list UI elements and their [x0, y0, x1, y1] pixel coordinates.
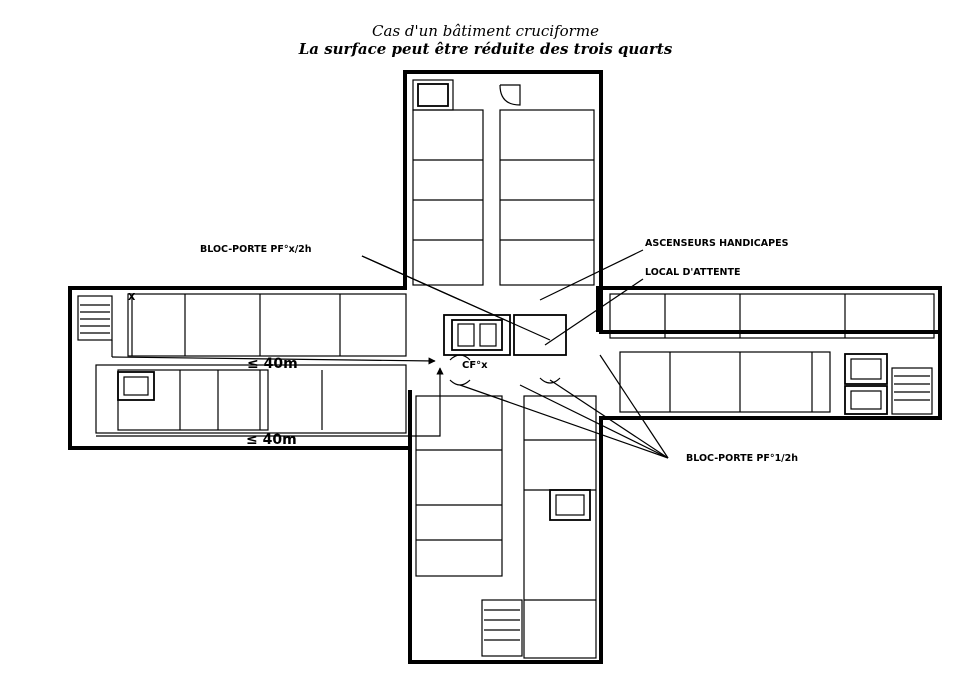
corridor-path-lower	[96, 367, 444, 437]
east-wing-walls	[596, 286, 942, 420]
west-wing-walls	[68, 286, 410, 450]
south-wing-rooms	[415, 395, 597, 659]
bloc-porte-x-label: BLOC-PORTE PF°x/2h	[200, 244, 312, 255]
bloc-porte-half-label: BLOC-PORTE PF°1/2h	[686, 453, 798, 464]
ascenseurs-leader	[539, 249, 644, 301]
south-wing-walls	[408, 390, 603, 664]
distance-lower: ≤ 40m	[246, 432, 297, 448]
corridor-path-upper	[111, 340, 436, 365]
bloc-porte-half-leaders	[459, 354, 669, 459]
bloc-porte-x-leaders	[361, 255, 551, 341]
north-wing-rooms	[412, 79, 595, 286]
east-wing-rooms	[609, 293, 935, 415]
distance-upper: ≤ 40m	[247, 356, 298, 372]
local-attente-leader	[544, 278, 644, 346]
diagram-title: Cas d'un bâtiment cruciforme	[372, 22, 599, 40]
ascenseurs-label: ASCENSEURS HANDICAPES	[645, 238, 789, 249]
exit-mark: X	[128, 292, 136, 303]
central-core	[443, 314, 567, 386]
west-wing-rooms	[77, 293, 407, 434]
diagram-subtitle: La surface peut être réduite des trois q…	[298, 40, 673, 58]
local-attente-label: LOCAL D'ATTENTE	[645, 267, 740, 278]
north-wing-walls	[403, 70, 603, 290]
cf-door-label: CF°x	[462, 360, 488, 371]
